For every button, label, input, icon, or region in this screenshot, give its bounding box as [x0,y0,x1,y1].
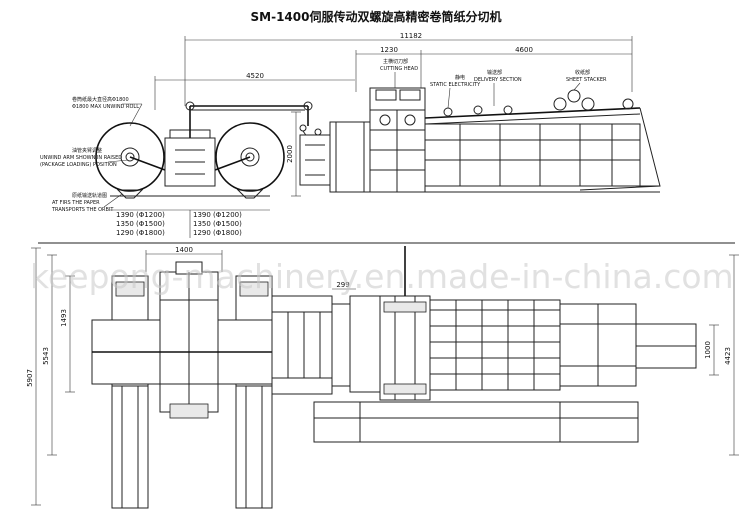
label-unwind-arm-en2: (PACKAGE LOADING) POSITION [40,162,117,168]
dim-5907: 5907 [26,369,34,387]
cutting-head-side: 主横切刀部 CUTTING HEAD [329,58,426,193]
side-labels: 卷筒纸最大直径高Φ1800 Φ1800 MAX UNWIND ROLL 油管夹臂… [40,96,143,213]
roll-size-table: 1390 (Φ1200) 1350 (Φ1500) 1290 (Φ1800) 1… [110,209,270,238]
label-delivery-en: DELIVERY SECTION [474,77,522,83]
left-paper-roll [95,122,165,192]
plan-dimensions: 1400 299 1493 5543 5907 433 1000 4423 [26,246,739,506]
label-cutting-en: CUTTING HEAD [380,66,418,72]
table-left-row2: 1350 (Φ1500) [116,220,165,228]
watermark: keepong-machinery.en.made-in-china.com [30,257,734,296]
label-unwind-arm-en1: UNWIND ARM SHOWN IN RAISED [40,155,122,161]
label-unwind-arm-cn: 油管夹臂调整 [72,147,102,154]
unwind-stand-plan [91,261,351,509]
table-left-row1: 1390 (Φ1200) [116,211,165,219]
drawing-title: SM-1400伺服传动双螺旋高精密卷筒纸分切机 [251,9,502,24]
label-max-roll-cn: 卷筒纸最大直径高Φ1800 [72,96,129,103]
label-static-cn: 静电 [455,74,465,81]
label-transport-cn: 原纸输送轨道图 [72,192,107,199]
dim-delivery-length: 4600 [515,46,533,54]
label-transport-en1: AT FIRS THE PAPER [52,200,100,206]
cutting-head-plan [349,246,431,401]
dim-5543: 5543 [42,347,50,365]
dim-width-top: 1400 [175,246,193,254]
label-cutting-cn: 主横切刀部 [383,58,408,65]
label-stacker-cn: 收纸部 [575,69,590,76]
dim-4423: 4423 [724,347,732,365]
table-right-row2: 1350 (Φ1500) [193,220,242,228]
dim-gap: 299 [336,281,349,289]
delivery-section-side: 静电 STATIC ELECTRICITY 输送部 DELIVERY SECTI… [424,69,661,193]
unwind-stand-side [95,101,331,199]
table-left-row3: 1290 (Φ1800) [116,229,165,237]
label-stacker-en: SHEET STACKER [566,77,607,83]
label-transport-en2: TRANSPORTS THE ORBIT [51,207,114,213]
label-max-roll-en: Φ1800 MAX UNWIND ROLL [72,104,139,110]
table-right-row3: 1290 (Φ1800) [193,229,242,237]
table-right-row1: 1390 (Φ1200) [193,211,242,219]
label-delivery-cn: 输送部 [487,69,502,76]
right-paper-roll [215,122,285,192]
dim-1493: 1493 [60,309,68,327]
top-dimensions: 11182 1230 4600 4520 2000 [154,32,633,197]
dim-cutting-length: 1230 [380,46,398,54]
delivery-section-plan [313,299,697,443]
label-static-en: STATIC ELECTRICITY [430,82,481,88]
dim-1000: 1000 [704,341,712,359]
dim-total-length: 11182 [400,32,422,40]
dim-unwind-length: 4520 [246,72,264,80]
dim-height: 2000 [286,145,294,163]
